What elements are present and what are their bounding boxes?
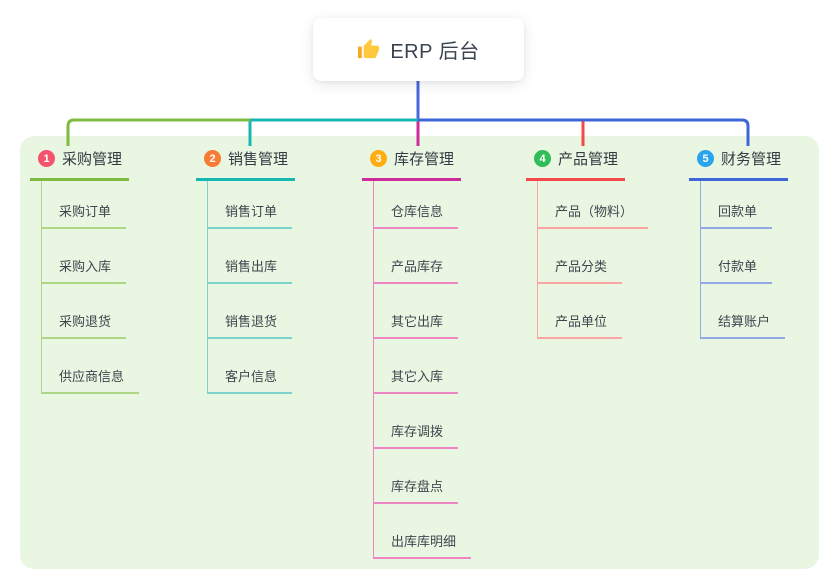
child-node-label: 销售退货 <box>225 314 278 329</box>
branch: 5 财务管理 回款单付款单结算账户 <box>689 148 789 339</box>
child-node[interactable]: 出库库明细 <box>373 504 472 559</box>
branch-children: 采购订单采购入库采购退货供应商信息 <box>41 181 140 394</box>
child-node-label: 付款单 <box>718 259 758 274</box>
child-node[interactable]: 付款单 <box>700 229 773 284</box>
root-node[interactable]: ERP 后台 <box>313 18 524 81</box>
child-node-label: 销售订单 <box>225 204 278 219</box>
branch-number-badge: 4 <box>534 150 551 167</box>
child-node[interactable]: 仓库信息 <box>373 181 459 229</box>
child-node-label: 客户信息 <box>225 369 278 384</box>
branch: 1 采购管理 采购订单采购入库采购退货供应商信息 <box>30 148 140 394</box>
child-node-label: 库存调拨 <box>391 424 444 439</box>
branch-children: 仓库信息产品库存其它出库其它入库库存调拨库存盘点出库库明细 <box>373 181 472 559</box>
child-node[interactable]: 产品库存 <box>373 229 459 284</box>
child-node[interactable]: 产品分类 <box>537 229 623 284</box>
branch-children: 回款单付款单结算账户 <box>700 181 788 339</box>
child-node-label: 销售出库 <box>225 259 278 274</box>
branch-number-badge: 2 <box>204 150 221 167</box>
child-node[interactable]: 采购入库 <box>41 229 127 284</box>
branch: 2 销售管理 销售订单销售出库销售退货客户信息 <box>196 148 296 394</box>
branch-number-badge: 1 <box>38 150 55 167</box>
child-node-label: 供应商信息 <box>59 369 125 384</box>
child-node[interactable]: 客户信息 <box>207 339 293 394</box>
child-node-label: 出库库明细 <box>391 534 457 549</box>
child-node[interactable]: 库存盘点 <box>373 449 459 504</box>
mindmap-panel <box>20 136 819 569</box>
branch-children: 销售订单销售出库销售退货客户信息 <box>207 181 295 394</box>
child-node-label: 产品库存 <box>391 259 444 274</box>
thumb-cuff-path <box>358 46 363 59</box>
branch-head[interactable]: 3 库存管理 <box>362 148 462 181</box>
child-node[interactable]: 销售订单 <box>207 181 293 229</box>
child-node[interactable]: 产品（物料） <box>537 181 649 229</box>
child-node[interactable]: 其它入库 <box>373 339 459 394</box>
branch-head[interactable]: 1 采购管理 <box>30 148 130 181</box>
child-node-label: 采购退货 <box>59 314 112 329</box>
child-node-label: 产品分类 <box>555 259 608 274</box>
branch-head[interactable]: 5 财务管理 <box>689 148 789 181</box>
branch-label: 产品管理 <box>558 151 619 168</box>
branch: 4 产品管理 产品（物料） 产品分类产品单位 <box>526 148 649 339</box>
thumbs-up-icon <box>357 38 380 61</box>
root-node-label: ERP 后台 <box>390 41 480 63</box>
branch-children: 产品（物料） 产品分类产品单位 <box>537 181 649 339</box>
child-node[interactable]: 结算账户 <box>700 284 786 339</box>
child-node-label: 仓库信息 <box>391 204 444 219</box>
child-node[interactable]: 采购订单 <box>41 181 127 229</box>
branch-head[interactable]: 4 产品管理 <box>526 148 626 181</box>
branch-head[interactable]: 2 销售管理 <box>196 148 296 181</box>
branch-label: 财务管理 <box>721 151 782 168</box>
child-node-label: 采购入库 <box>59 259 112 274</box>
branch-number-badge: 3 <box>370 150 387 167</box>
child-node-label: 其它入库 <box>391 369 444 384</box>
branch-label: 销售管理 <box>228 151 289 168</box>
child-node-label: 回款单 <box>718 204 758 219</box>
child-node[interactable]: 采购退货 <box>41 284 127 339</box>
branch-number-badge: 5 <box>697 150 714 167</box>
child-node[interactable]: 产品单位 <box>537 284 623 339</box>
child-node[interactable]: 销售出库 <box>207 229 293 284</box>
branch-label: 采购管理 <box>62 151 123 168</box>
child-node-label: 库存盘点 <box>391 479 444 494</box>
branch: 3 库存管理 仓库信息产品库存其它出库其它入库库存调拨库存盘点出库库明细 <box>362 148 472 559</box>
thumb-hand-path <box>364 38 380 59</box>
branch-label: 库存管理 <box>394 151 455 168</box>
child-node-label: 结算账户 <box>718 314 771 329</box>
child-node-label: 其它出库 <box>391 314 444 329</box>
child-node[interactable]: 库存调拨 <box>373 394 459 449</box>
child-node-label: 采购订单 <box>59 204 112 219</box>
child-node[interactable]: 供应商信息 <box>41 339 140 394</box>
child-node-label: 产品（物料） <box>555 204 634 219</box>
child-node[interactable]: 销售退货 <box>207 284 293 339</box>
child-node-label: 产品单位 <box>555 314 608 329</box>
child-node[interactable]: 回款单 <box>700 181 773 229</box>
child-node[interactable]: 其它出库 <box>373 284 459 339</box>
